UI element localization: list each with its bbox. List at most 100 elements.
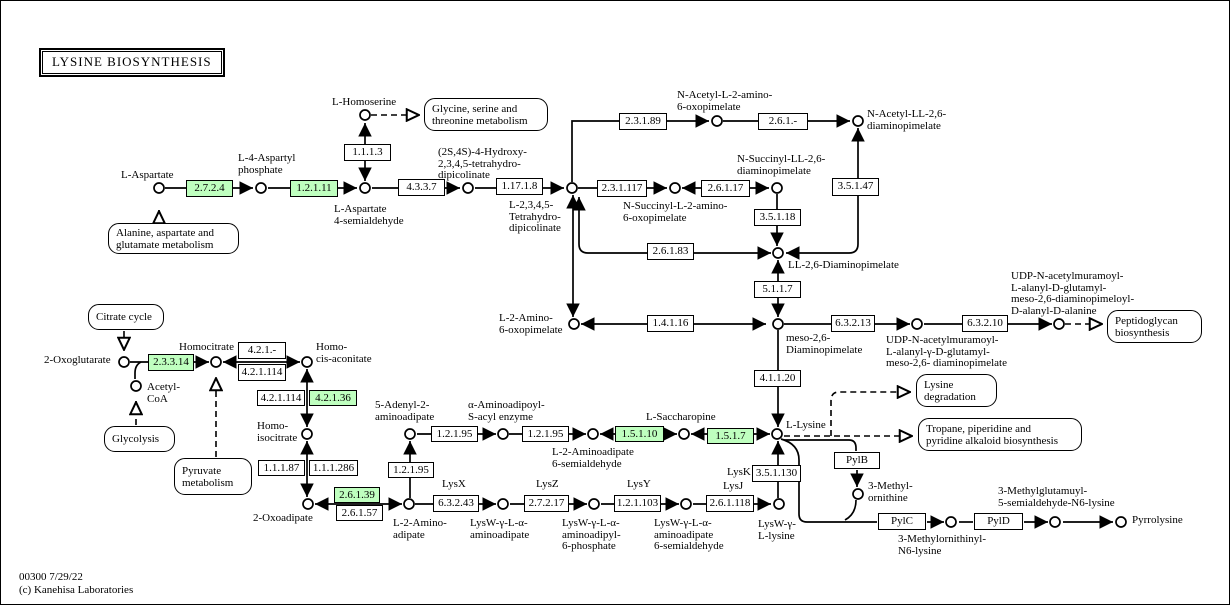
- ec-box-5-1-1-7[interactable]: 5.1.1.7: [754, 281, 801, 298]
- compound-aminoadipoyl-s-acyl-enzyme[interactable]: [497, 428, 509, 440]
- gene-box-pyld[interactable]: PylD: [974, 513, 1023, 530]
- compound-3-methyl-ornithine[interactable]: [852, 488, 864, 500]
- compound-l-lysine[interactable]: [771, 428, 783, 440]
- ec-box-4-1-1-20[interactable]: 4.1.1.20: [754, 370, 801, 387]
- compound-l-aspartate-4-semialdehyde[interactable]: [359, 182, 371, 194]
- compound-homocitrate[interactable]: [210, 356, 222, 368]
- ec-box-2-7-2-4[interactable]: 2.7.2.4: [186, 180, 233, 197]
- ec-box-1-1-1-87[interactable]: 1.1.1.87: [258, 460, 305, 476]
- label-l2-amino-6-oxopimelate: L-2-Amino- 6-oxopimelate: [499, 312, 563, 336]
- ec-box-2-6-1-118[interactable]: 2.6.1.118: [706, 495, 754, 512]
- ec-box-4-2-1-dash[interactable]: 4.2.1.-: [238, 342, 286, 359]
- compound-l-4-aspartyl-phosphate[interactable]: [255, 182, 267, 194]
- ec-box-1-1-1-3[interactable]: 1.1.1.3: [344, 144, 391, 161]
- compound-ll-26-diaminopimelate[interactable]: [772, 247, 784, 259]
- compound-n-succinyl-l2-amino-6-oxopimelate[interactable]: [669, 182, 681, 194]
- ec-box-3-5-1-130[interactable]: 3.5.1.130: [752, 465, 801, 482]
- pathway-link-tropane[interactable]: Tropane, piperidine and pyridine alkaloi…: [918, 418, 1082, 451]
- compound-n-acetyl-l2-amino-6-oxopimelate[interactable]: [711, 115, 723, 127]
- ec-box-2-3-1-117[interactable]: 2.3.1.117: [597, 180, 647, 197]
- label-meso-dap: meso-2,6- Diaminopimelate: [786, 332, 863, 356]
- compound-udp-mur-tripeptide[interactable]: [911, 318, 923, 330]
- ec-box-4-2-1-114-b[interactable]: 4.2.1.114: [257, 390, 305, 406]
- compound-l-saccharopine[interactable]: [678, 428, 690, 440]
- compound-meso-26-diaminopimelate[interactable]: [772, 318, 784, 330]
- compound-lysw-aminoadipate[interactable]: [497, 498, 509, 510]
- ec-box-1-5-1-7[interactable]: 1.5.1.7: [707, 428, 754, 444]
- label-n-succinyl-oxopimelate: N-Succinyl-L-2-amino- 6-oxopimelate: [623, 200, 728, 224]
- label-gene-lysx: LysX: [442, 478, 466, 490]
- ec-box-1-1-1-286[interactable]: 1.1.1.286: [309, 460, 358, 476]
- ec-box-1-2-1-95-b[interactable]: 1.2.1.95: [522, 426, 569, 442]
- compound-homo-isocitrate[interactable]: [301, 428, 313, 440]
- compound-3-methylornithinyl-n6-lysine[interactable]: [945, 516, 957, 528]
- compound-acetyl-coa[interactable]: [130, 380, 142, 392]
- ec-box-2-6-1-83[interactable]: 2.6.1.83: [647, 243, 694, 260]
- ec-box-2-3-3-14[interactable]: 2.3.3.14: [148, 354, 194, 371]
- pathway-link-citrate-cycle[interactable]: Citrate cycle: [88, 304, 164, 330]
- ec-box-6-3-2-43[interactable]: 6.3.2.43: [433, 495, 479, 512]
- ec-box-4-3-3-7[interactable]: 4.3.3.7: [398, 179, 445, 196]
- gene-box-pylb[interactable]: PylB: [834, 452, 880, 469]
- gene-box-pylc[interactable]: PylC: [878, 513, 926, 530]
- compound-pyrrolysine[interactable]: [1115, 516, 1127, 528]
- ec-box-2-7-2-17[interactable]: 2.7.2.17: [524, 495, 569, 512]
- pathway-link-lysine-degradation[interactable]: Lysine degradation: [916, 374, 997, 407]
- ec-box-1-2-1-95-a[interactable]: 1.2.1.95: [431, 426, 478, 442]
- compound-l-aspartate[interactable]: [153, 182, 165, 194]
- label-l-4-aspartyl-phosphate: L-4-Aspartyl phosphate: [238, 152, 296, 176]
- compound-n-acetyl-ll-26-diaminopimelate[interactable]: [852, 115, 864, 127]
- ec-box-3-5-1-47[interactable]: 3.5.1.47: [832, 178, 879, 196]
- ec-box-1-4-1-16[interactable]: 1.4.1.16: [647, 315, 694, 332]
- ec-box-2-6-1-39[interactable]: 2.6.1.39: [334, 487, 380, 503]
- label-lysw-l-lysine: LysW-γ- L-lysine: [758, 518, 796, 542]
- ec-box-2-6-1-dash[interactable]: 2.6.1.-: [758, 113, 808, 130]
- compound-nodes: [118, 109, 1127, 528]
- compound-l2-aminoadipate[interactable]: [403, 498, 415, 510]
- compound-5-adenyl-2-aminoadipate[interactable]: [404, 428, 416, 440]
- label-gene-lysk: LysK: [727, 466, 751, 478]
- label-gene-lysz: LysZ: [536, 478, 559, 490]
- ec-box-4-2-1-114-a[interactable]: 4.2.1.114: [238, 364, 286, 381]
- compound-hydroxy-tetrahydrodipicolinate[interactable]: [462, 182, 474, 194]
- compound-homo-cis-aconitate[interactable]: [301, 356, 313, 368]
- label-acetyl-coa: Acetyl- CoA: [147, 381, 180, 405]
- compound-tetrahydrodipicolinate[interactable]: [566, 182, 578, 194]
- ec-box-3-5-1-18[interactable]: 3.5.1.18: [754, 209, 801, 226]
- compound-lysw-aminoadipate-6-semialdehyde[interactable]: [680, 498, 692, 510]
- ec-box-4-2-1-36[interactable]: 4.2.1.36: [309, 390, 357, 406]
- compound-2-oxoglutarate[interactable]: [118, 356, 130, 368]
- label-l-homoserine: L-Homoserine: [332, 96, 397, 108]
- label-gene-lysy: LysY: [627, 478, 651, 490]
- compound-n-succinyl-ll-26-diaminopimelate[interactable]: [771, 182, 783, 194]
- label-ll-dap: LL-2,6-Diaminopimelate: [788, 259, 899, 271]
- ec-box-6-3-2-10[interactable]: 6.3.2.10: [962, 315, 1008, 332]
- label-homo-cis-aconitate: Homo- cis-aconitate: [316, 341, 372, 365]
- compound-lysw-aminoadipyl-6-phosphate[interactable]: [588, 498, 600, 510]
- ec-box-1-2-1-103[interactable]: 1.2.1.103: [614, 495, 661, 512]
- compound-3-methylglutamuyl-semialdehyde[interactable]: [1049, 516, 1061, 528]
- ec-box-1-5-1-10[interactable]: 1.5.1.10: [615, 426, 664, 442]
- pathway-link-pyruvate-metabolism[interactable]: Pyruvate metabolism: [174, 458, 252, 495]
- pathway-link-glycine-serine[interactable]: Glycine, serine and threonine metabolism: [424, 98, 548, 131]
- compound-lysw-l-lysine[interactable]: [773, 498, 785, 510]
- compound-l2-aminoadipate-6-semialdehyde[interactable]: [587, 428, 599, 440]
- pathway-link-alanine-aspartate[interactable]: Alanine, aspartate and glutamate metabol…: [108, 223, 239, 254]
- ec-box-1-2-1-11[interactable]: 1.2.1.11: [290, 180, 338, 197]
- pathway-link-peptidoglycan[interactable]: Peptidoglycan biosynthesis: [1107, 310, 1202, 343]
- pathway-link-glycolysis[interactable]: Glycolysis: [104, 426, 175, 452]
- label-2-oxoadipate: 2-Oxoadipate: [253, 512, 313, 524]
- compound-2-oxoadipate[interactable]: [302, 498, 314, 510]
- ec-box-1-17-1-8[interactable]: 1.17.1.8: [496, 178, 543, 195]
- label-hydroxy-thdp: (2S,4S)-4-Hydroxy- 2,3,4,5-tetrahydro- d…: [438, 146, 527, 181]
- ec-box-2-3-1-89[interactable]: 2.3.1.89: [619, 113, 667, 130]
- label-5-adenyl-2-aminoadipate: 5-Adenyl-2- aminoadipate: [375, 399, 435, 423]
- compound-l2-amino-6-oxopimelate[interactable]: [568, 318, 580, 330]
- ec-box-2-6-1-17[interactable]: 2.6.1.17: [701, 180, 750, 197]
- compound-udp-mur-pentapeptide[interactable]: [1053, 318, 1065, 330]
- compound-l-homoserine[interactable]: [359, 109, 371, 121]
- ec-box-1-2-1-95-vert[interactable]: 1.2.1.95: [388, 462, 434, 478]
- ec-box-2-6-1-57[interactable]: 2.6.1.57: [336, 505, 383, 521]
- ec-box-6-3-2-13[interactable]: 6.3.2.13: [831, 315, 875, 332]
